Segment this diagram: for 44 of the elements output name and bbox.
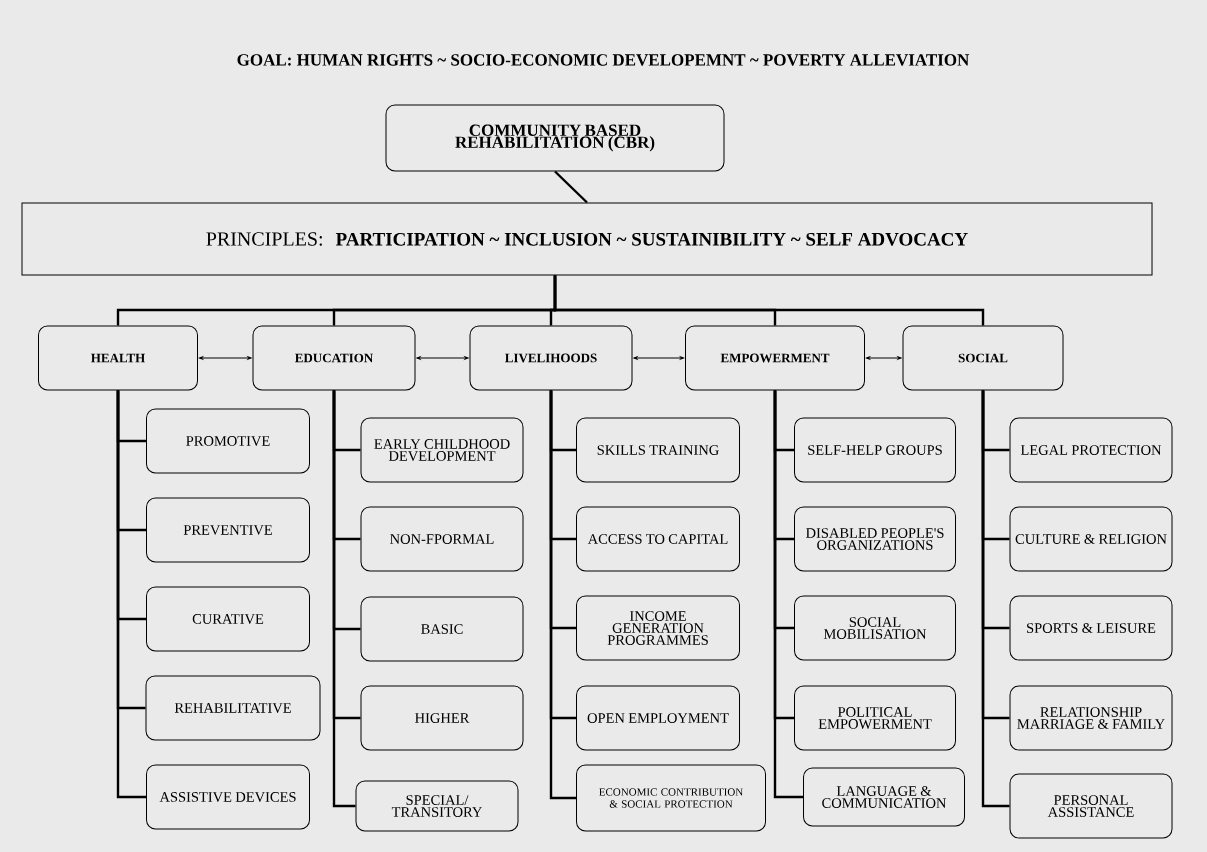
item-box: EARLY CHILDHOOD DEVELOPMENT — [360, 417, 524, 483]
item-box: SKILLS TRAINING — [576, 417, 740, 483]
double-arrow — [416, 356, 469, 360]
item-box: PROMOTIVE — [146, 408, 310, 474]
item-box: PERSONAL ASSISTANCE — [1009, 773, 1173, 839]
connector-line — [981, 390, 1010, 808]
item-box: DISABLED PEOPLE'S ORGANIZATIONS — [794, 506, 956, 572]
connector-line — [549, 390, 576, 800]
category-box: SOCIAL — [902, 325, 1064, 391]
double-arrow — [198, 356, 252, 360]
item-box: INCOME GENERATION PROGRAMMES — [576, 595, 740, 661]
double-arrow — [633, 356, 685, 360]
item-box: NON-FPORMAL — [360, 506, 524, 572]
item-box: REHABILITATIVE — [145, 675, 321, 741]
item-box: LEGAL PROTECTION — [1009, 417, 1173, 483]
double-arrow — [865, 356, 902, 360]
category-box: HEALTH — [38, 325, 198, 391]
item-box: ECONOMIC CONTRIBUTION & SOCIAL PROTECTION — [576, 764, 766, 832]
item-box: SOCIAL MOBILISATION — [794, 595, 956, 661]
item-box: RELATIONSHIP MARRIAGE & FAMILY — [1009, 685, 1173, 751]
connector-line — [773, 390, 803, 799]
item-box: CULTURE & RELIGION — [1009, 506, 1173, 572]
principles-banner: PRINCIPLES: PARTICIPATION ~ INCLUSION ~ SUSTAINIBILITY ~ SELF ADVOCACY — [21, 202, 1153, 276]
item-box: SELF-HELP GROUPS — [794, 417, 956, 483]
connector-line — [554, 170, 588, 204]
item-box: LANGUAGE & COMMUNICATION — [803, 767, 965, 827]
connector-line — [553, 275, 985, 326]
item-box: BASIC — [360, 596, 524, 662]
item-box: HIGHER — [360, 685, 524, 751]
connector-line — [332, 390, 356, 808]
title-box: COMMUNITY BASED REHABILITATION (CBR) — [385, 104, 725, 172]
item-box: SPECIAL/ TRANSITORY — [355, 780, 519, 832]
title: GOAL: HUMAN RIGHTS ~ SOCIO-ECONOMIC DEVELOPEMNT ~ POVERTY ALLEVIATION — [237, 54, 970, 66]
category-box: EDUCATION — [252, 325, 416, 391]
category-box: EMPOWERMENT — [685, 325, 865, 391]
item-box: OPEN EMPLOYMENT — [576, 685, 740, 751]
item-box: ASSISTIVE DEVICES — [146, 764, 310, 830]
connector-line — [116, 390, 146, 799]
item-box: SPORTS & LEISURE — [1009, 595, 1173, 661]
item-box: POLITICAL EMPOWERMENT — [794, 685, 956, 751]
item-box: PREVENTIVE — [146, 497, 310, 563]
item-box: ACCESS TO CAPITAL — [576, 506, 740, 572]
category-box: LIVELIHOODS — [469, 325, 633, 391]
item-box: CURATIVE — [146, 586, 310, 652]
